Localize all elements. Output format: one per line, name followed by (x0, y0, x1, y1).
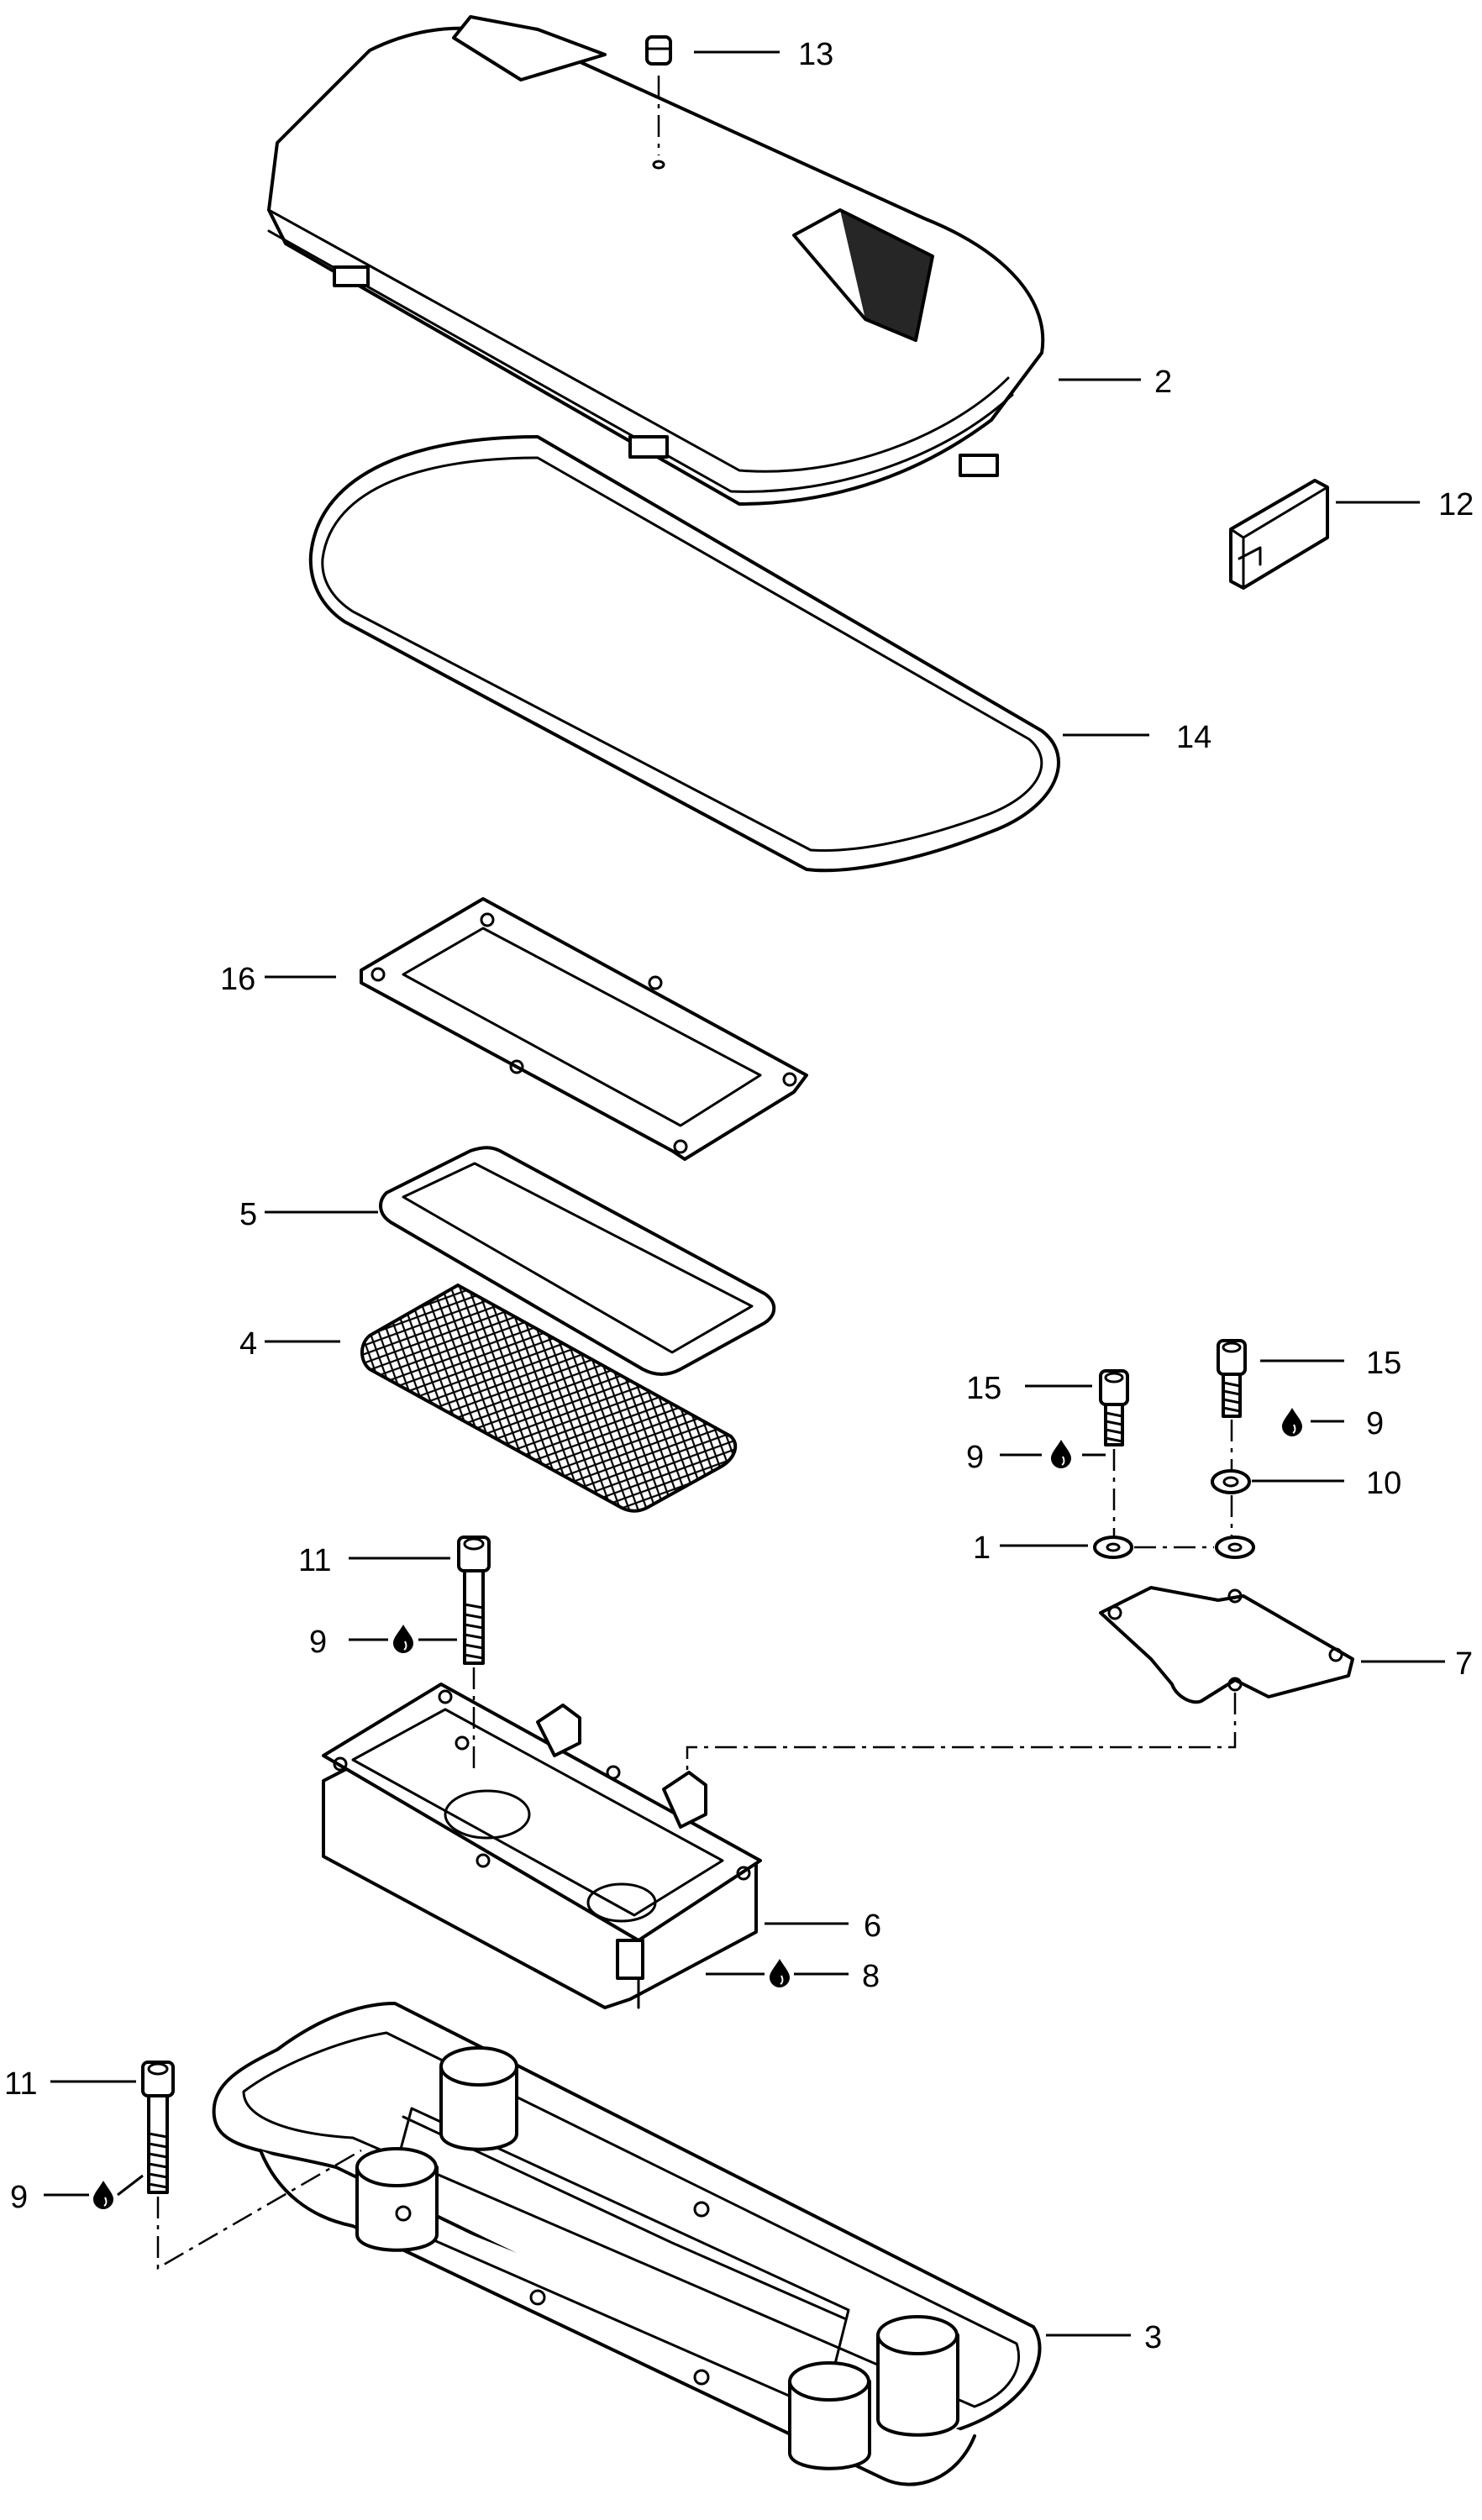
callout-2: 2 (1154, 365, 1172, 400)
base-housing-part (322, 1683, 762, 2009)
oil-drop-icon (1050, 1439, 1072, 1469)
cylinder-bosses (355, 2046, 959, 2470)
callout-1: 1 (973, 1530, 991, 1566)
lock-washer-part (1211, 1469, 1251, 1494)
oil-drop-icon (1281, 1407, 1303, 1437)
clip-part (1229, 479, 1329, 590)
assembly-centerlines (156, 1420, 1237, 2271)
callout-8: 8 (862, 1959, 880, 1994)
callout-7: 7 (1455, 1646, 1473, 1682)
callout-13: 13 (798, 37, 833, 72)
top-cover-part (267, 15, 1045, 506)
callout-11-lower: 11 (4, 2066, 37, 2102)
callout-12: 12 (1438, 487, 1474, 522)
short-screw-part (1099, 1369, 1129, 1446)
callout-5: 5 (239, 1197, 257, 1232)
leader-lines (44, 50, 1445, 2337)
filter-frame-part (379, 1146, 776, 1376)
callout-9-right: 9 (1366, 1406, 1384, 1441)
callout-4: 4 (239, 1326, 257, 1362)
callout-14: 14 (1176, 720, 1211, 755)
callout-10: 10 (1366, 1466, 1401, 1501)
short-screw-part (1217, 1339, 1247, 1418)
oil-drop-icon (392, 1624, 414, 1654)
cover-seal-part (308, 435, 1060, 873)
callout-9-left: 9 (966, 1440, 984, 1475)
flange-gasket-part (360, 897, 808, 1161)
bracket-part (1099, 1586, 1354, 1704)
oil-drop-icon (769, 1958, 791, 1988)
lower-housing-part (212, 2002, 1042, 2486)
callout-labels: 13 2 12 14 16 5 4 15 15 9 9 10 1 7 11 9 … (4, 37, 1474, 2355)
long-screw-part (457, 1536, 491, 1665)
long-screw-part (141, 2061, 175, 2194)
grommet-part (645, 35, 672, 170)
callout-15-right: 15 (1366, 1346, 1401, 1381)
mesh-screen-part (360, 1283, 738, 1513)
oil-drop-icon (92, 2180, 114, 2210)
callout-11-upper: 11 (298, 1543, 331, 1578)
callout-9-lower: 9 (10, 2180, 28, 2215)
callout-15-left: 15 (966, 1371, 1001, 1406)
callout-9-middle: 9 (309, 1625, 327, 1660)
callout-6: 6 (864, 1908, 881, 1944)
flat-washer-part (1093, 1536, 1255, 1559)
callout-16: 16 (220, 962, 255, 997)
callout-3: 3 (1144, 2320, 1162, 2355)
